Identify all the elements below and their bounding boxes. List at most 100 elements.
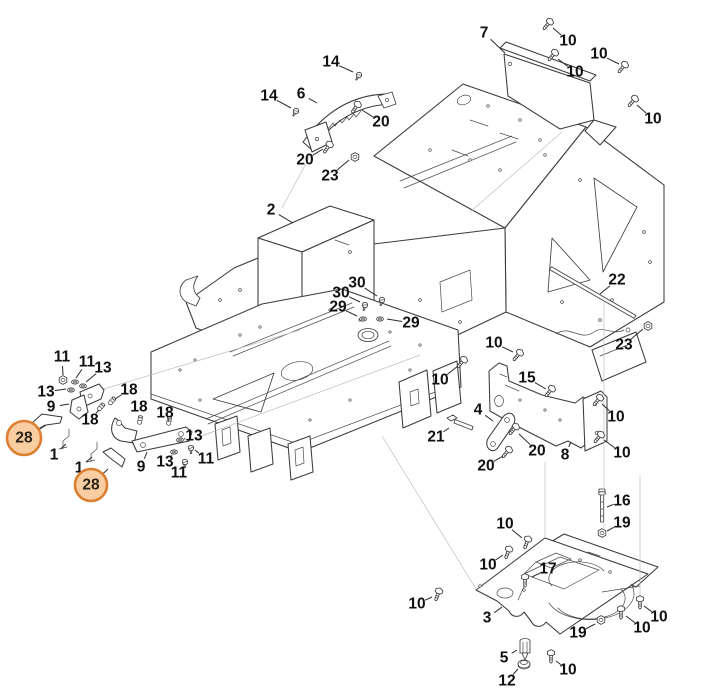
callout-19-47[interactable]: 19 <box>613 515 631 532</box>
nut-icon <box>596 615 606 625</box>
callout-9-22[interactable]: 9 <box>47 399 56 416</box>
callout-13-20[interactable]: 13 <box>94 360 112 377</box>
callout-leader <box>308 97 318 104</box>
washer-icon <box>376 316 384 322</box>
callout-11-18[interactable]: 11 <box>54 349 71 366</box>
callout-10-54[interactable]: 10 <box>633 620 650 637</box>
callout-6-1[interactable]: 6 <box>297 86 306 103</box>
callout-12-57[interactable]: 12 <box>498 673 515 690</box>
callout-21-40[interactable]: 21 <box>427 429 445 446</box>
callout-10-55[interactable]: 10 <box>650 609 667 626</box>
callout-leader <box>361 109 374 118</box>
callout-29-14[interactable]: 29 <box>329 299 347 316</box>
callout-20-3[interactable]: 20 <box>372 114 389 131</box>
callout-8-43[interactable]: 8 <box>561 447 570 464</box>
callout-20-4[interactable]: 20 <box>296 152 313 169</box>
callout-10-36[interactable]: 10 <box>485 335 502 352</box>
callout-leader <box>171 454 173 456</box>
callout-30-12[interactable]: 30 <box>348 275 365 292</box>
callout-13-34[interactable]: 13 <box>185 428 203 445</box>
callout-10-10[interactable]: 10 <box>644 111 661 128</box>
callout-leader <box>643 605 653 613</box>
callout-leader <box>54 388 67 392</box>
callout-leader <box>85 373 97 383</box>
callout-10-49[interactable]: 10 <box>479 557 496 574</box>
callout-30-13[interactable]: 30 <box>332 285 349 302</box>
callout-10-45[interactable]: 10 <box>613 445 630 462</box>
callout-2-11[interactable]: 2 <box>267 202 276 219</box>
callout-leader <box>85 456 93 463</box>
callout-1-29[interactable]: 1 <box>75 460 84 477</box>
bolt-icon <box>546 649 556 664</box>
callout-10-8[interactable]: 10 <box>590 46 607 63</box>
callout-leader <box>512 668 519 675</box>
part-21-bolt <box>446 414 474 431</box>
callout-leader <box>336 159 350 171</box>
callout-29-15[interactable]: 29 <box>402 315 420 332</box>
highlight-circle[interactable] <box>73 467 109 503</box>
callout-18-24[interactable]: 18 <box>81 412 99 429</box>
callout-leader <box>446 365 459 375</box>
callout-18-26[interactable]: 18 <box>156 405 174 422</box>
bolt-icon <box>615 59 631 76</box>
callout-28-30[interactable]: 28 <box>82 477 100 494</box>
stud-icon <box>136 414 144 426</box>
callout-leader <box>338 65 354 73</box>
callout-14-0[interactable]: 14 <box>322 54 340 71</box>
callout-10-51[interactable]: 10 <box>408 596 425 613</box>
callout-13-32[interactable]: 13 <box>156 454 174 471</box>
callout-10-7[interactable]: 10 <box>559 33 576 50</box>
part-3-skid-plate <box>475 533 659 635</box>
callout-20-41[interactable]: 20 <box>528 443 545 460</box>
callout-10-44[interactable]: 10 <box>607 409 624 426</box>
part-2-main-frame <box>150 83 665 481</box>
callout-20-42[interactable]: 20 <box>477 458 494 475</box>
callout-10-48[interactable]: 10 <box>496 516 513 533</box>
callout-7-6[interactable]: 7 <box>480 25 489 42</box>
callout-11-33[interactable]: 11 <box>171 465 188 482</box>
callout-18-23[interactable]: 18 <box>120 382 138 399</box>
callout-13-21[interactable]: 13 <box>37 384 55 401</box>
callout-leader <box>278 214 294 224</box>
callout-leader <box>630 328 644 340</box>
callout-10-9[interactable]: 10 <box>566 64 583 81</box>
callout-10-37[interactable]: 10 <box>431 372 448 389</box>
bolt-icon <box>499 444 515 461</box>
bolt-icon <box>510 347 526 364</box>
callout-3-52[interactable]: 3 <box>483 610 492 627</box>
callout-19-53[interactable]: 19 <box>569 625 587 642</box>
callout-leader <box>531 572 541 578</box>
callout-leader <box>518 433 531 446</box>
callout-1-28[interactable]: 1 <box>50 447 59 464</box>
highlight-circle[interactable] <box>5 419 43 457</box>
callout-leader <box>114 394 122 400</box>
callout-9-31[interactable]: 9 <box>137 459 146 476</box>
part-7-rear-plate <box>499 41 617 146</box>
callout-11-35[interactable]: 11 <box>198 451 215 468</box>
callout-18-25[interactable]: 18 <box>130 399 148 416</box>
callout-10-58[interactable]: 10 <box>559 662 576 679</box>
callout-5-56[interactable]: 5 <box>500 650 509 667</box>
callout-28-27[interactable]: 28 <box>15 430 33 447</box>
callout-leader <box>484 414 494 422</box>
callout-16-46[interactable]: 16 <box>613 493 631 510</box>
callout-14-2[interactable]: 14 <box>260 88 278 105</box>
callout-17-50[interactable]: 17 <box>539 561 556 578</box>
callout-15-38[interactable]: 15 <box>518 370 536 387</box>
callout-leader <box>348 296 361 303</box>
callout-leader <box>95 409 100 414</box>
callout-leader <box>568 441 572 448</box>
callout-4-39[interactable]: 4 <box>474 402 483 419</box>
callout-leader <box>61 365 64 376</box>
callout-22-16[interactable]: 22 <box>608 272 625 289</box>
callout-23-5[interactable]: 23 <box>321 168 339 185</box>
bolt-icon <box>540 16 556 33</box>
callout-leader <box>534 382 547 390</box>
callout-leader <box>636 104 647 114</box>
callout-23-17[interactable]: 23 <box>615 337 633 354</box>
callout-leader <box>606 526 615 532</box>
callout-11-19[interactable]: 11 <box>79 354 96 371</box>
part-5-spacer <box>519 638 531 661</box>
